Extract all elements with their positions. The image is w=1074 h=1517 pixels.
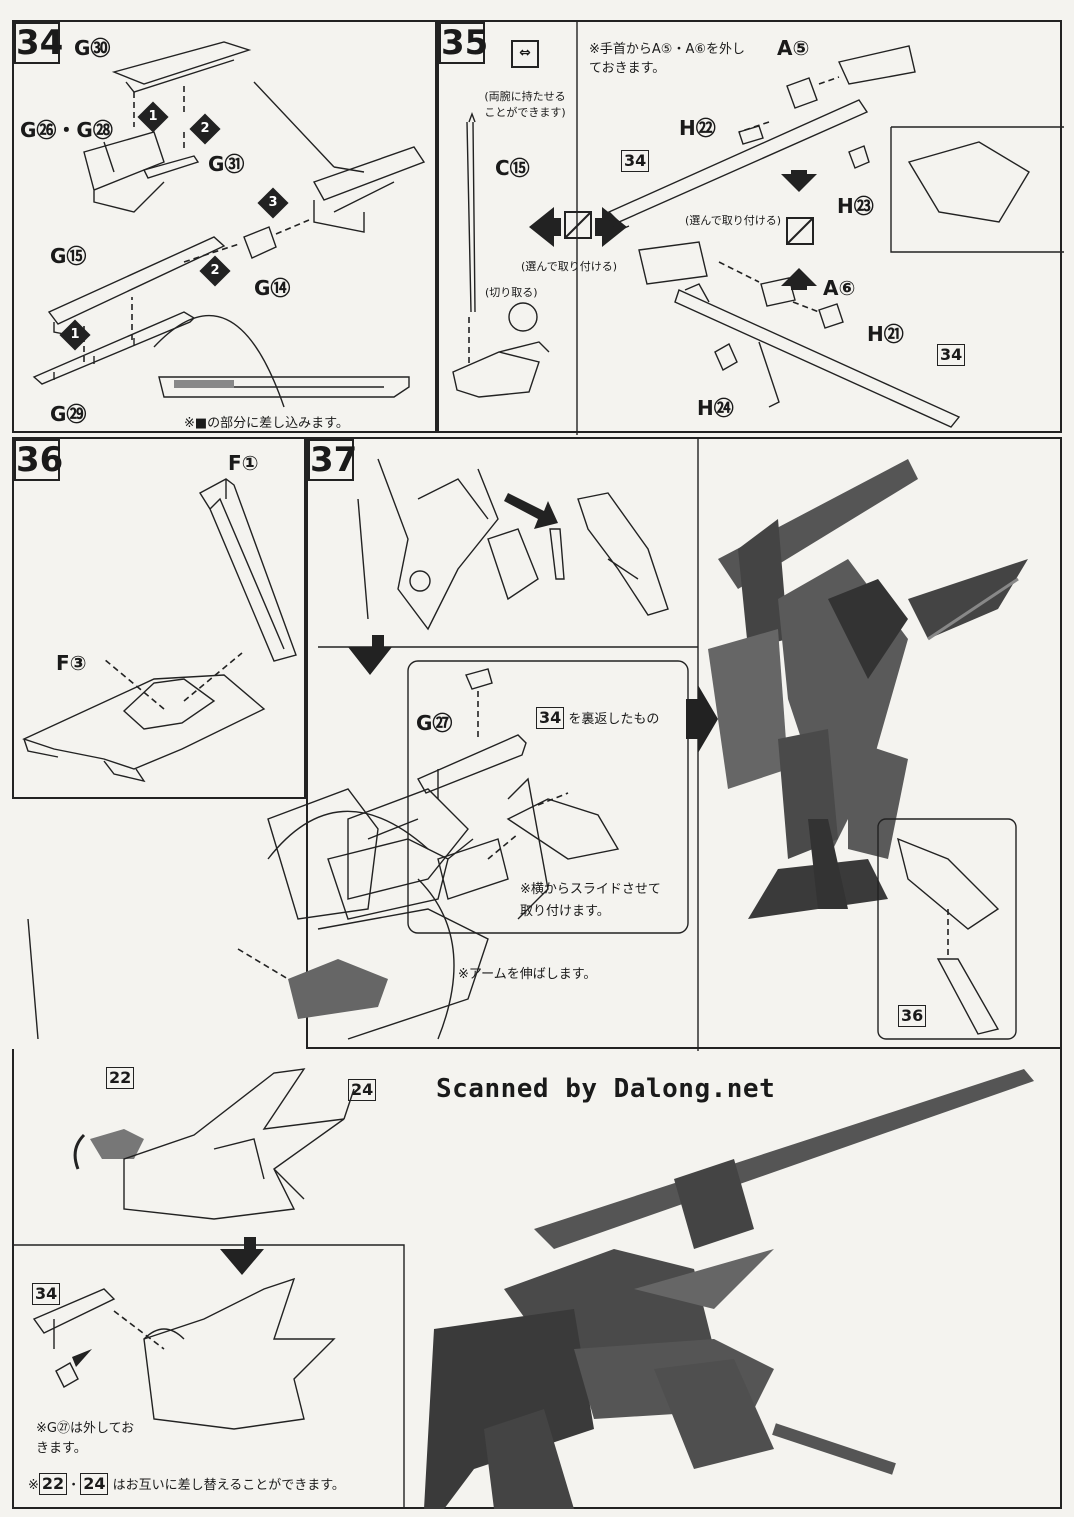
step-number: 34	[14, 22, 64, 64]
step-34-note: ※■の部分に差し込みます。	[184, 416, 349, 431]
ref-step-34: 34	[536, 707, 565, 729]
step-38-panel: 22 24 34 ※G㉗は外しておきます。 ※22・24 はお互いに差し替えるこ…	[12, 1049, 1062, 1509]
choose-note-left: (選んで取り付ける)	[521, 260, 618, 273]
swap-note: ※22・24 はお互いに差し替えることができます。	[28, 1473, 345, 1495]
swap-ref-24: 24	[80, 1473, 109, 1495]
assembled-model-photo	[708, 459, 1028, 919]
watermark: Scanned by Dalong.net	[436, 1074, 776, 1104]
part-label-f3: F③	[56, 651, 87, 675]
ref-34-flipped: 34 を裏返したもの	[536, 707, 659, 729]
hold-both-arms-note: (両腕に持たせることができます)	[484, 90, 566, 119]
part-label-f1: F①	[228, 451, 259, 475]
step-38-drawing	[14, 1068, 1034, 1509]
step-37-panel: 37 G㉗ 34 を裏返したもの ※横からスライドさせて取り付けます。 ※アーム…	[27, 437, 1062, 1051]
assembled-model-photo-2	[424, 1069, 1034, 1509]
remove-wrist-note: ※手首からA⑤・A⑥を外しておきます。	[589, 42, 745, 76]
two-hand-icon: ⇔	[511, 40, 539, 68]
part-label-a5: A⑤	[777, 36, 810, 60]
ref-24: 24	[348, 1079, 377, 1101]
step-36-panel: 36 F① F③	[12, 437, 306, 799]
part-label-g27: G㉗	[416, 711, 453, 735]
step-35-drawing	[452, 22, 1064, 435]
ref-step-34-bottom: 34	[937, 344, 966, 366]
part-label-g31: G㉛	[208, 152, 245, 176]
cut-off-note: (切り取る)	[485, 286, 538, 299]
step-number: 35	[439, 22, 489, 64]
step-36-drawing	[22, 478, 297, 783]
step-34-panel: 34 G㉚ G㉖・G㉘ G㉛ G⑮ G⑭ G㉙ 1 2 3 2 1 ※■の部分に…	[12, 20, 437, 433]
step-35-panel: 35 ⇔ (両腕に持たせることができます) ※手首からA⑤・A⑥を外しておきます…	[437, 20, 1064, 435]
swap-ref-22: 22	[38, 1473, 68, 1495]
step-37-drawing	[27, 439, 1028, 1051]
choose-note-right: (選んで取り付ける)	[685, 214, 782, 227]
step-34-drawing	[32, 41, 426, 408]
remove-g27-note: ※G㉗は外しておきます。	[36, 1421, 135, 1456]
part-label-c15: C⑮	[495, 156, 530, 180]
part-label-h23: H㉓	[837, 194, 874, 218]
part-label-h24: H㉔	[697, 396, 734, 420]
part-label-g26-g28: G㉖・G㉘	[20, 118, 113, 142]
step-number: 36	[14, 439, 64, 481]
part-label-g15: G⑮	[50, 244, 87, 268]
ref-step-36: 36	[898, 1005, 927, 1027]
part-label-g30: G㉚	[74, 36, 111, 60]
ref-22: 22	[106, 1067, 135, 1089]
slide-note: ※横からスライドさせて取り付けます。	[520, 882, 661, 919]
arm-extend-note: ※アームを伸ばします。	[458, 967, 597, 982]
part-label-h22: H㉒	[679, 116, 716, 140]
swap-note-text: はお互いに差し替えることができます。	[112, 1478, 345, 1493]
part-label-h21: H㉑	[867, 322, 904, 346]
step-number: 37	[308, 439, 358, 481]
part-label-a6: A⑥	[823, 276, 856, 300]
part-label-g29: G㉙	[50, 402, 87, 426]
ref-34-text: を裏返したもの	[568, 712, 660, 727]
ref-34: 34	[32, 1283, 61, 1305]
ref-step-34-top: 34	[621, 150, 650, 172]
part-label-g14: G⑭	[254, 276, 291, 300]
